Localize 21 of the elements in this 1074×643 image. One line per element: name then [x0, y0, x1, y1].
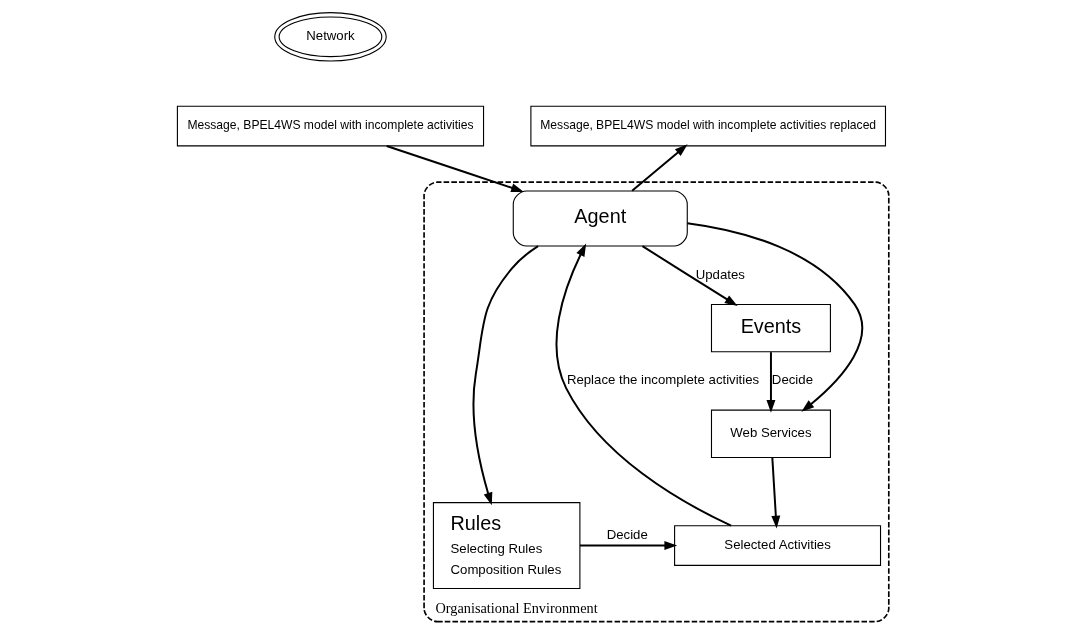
node-box: Events: [710, 303, 831, 353]
edge-label: Replace the incomplete activities: [566, 372, 759, 388]
arrow: [630, 144, 688, 192]
arrow: [578, 541, 677, 551]
edge-label: Decide: [606, 526, 648, 542]
arrow: [770, 456, 780, 529]
arrow: [685, 222, 863, 412]
node-box: Message, BPEL4WS model with incomplete activities: [176, 105, 484, 147]
edge-label: Updates: [695, 266, 745, 282]
arrow: [472, 245, 539, 506]
node-box: Web Services: [710, 409, 831, 459]
arrow: [555, 243, 732, 527]
arrow: [640, 245, 738, 306]
edge-label: Decide: [771, 372, 813, 388]
node-box: Selected Activities: [673, 525, 881, 566]
node-box: Agent: [512, 190, 688, 247]
node-box: Message, BPEL4WS model with incomplete activities replaced: [529, 105, 886, 147]
arrow: [765, 351, 775, 413]
node-ellipse: Network: [273, 12, 387, 62]
node-box: Rules Selecting Rules Composition Rules: [432, 502, 580, 590]
arrow: [385, 144, 524, 193]
